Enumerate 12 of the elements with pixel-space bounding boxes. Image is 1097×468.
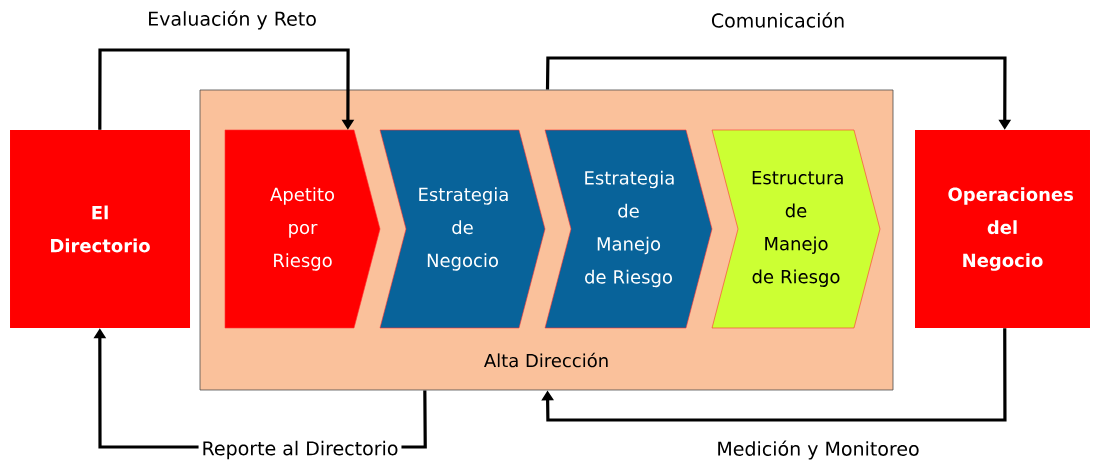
process-step: Apetito por Riesgo (224, 129, 381, 329)
process-step: Estructura de Manejo de Riesgo (711, 129, 881, 329)
edge-label: Reporte al Directorio (198, 437, 402, 463)
process-box: El Directorio (10, 130, 190, 328)
process-step: Estrategia de Negocio (379, 129, 546, 329)
edge-label: Medición y Monitoreo (713, 437, 923, 463)
arrow (541, 328, 1007, 422)
edge-label: Comunicación (707, 9, 849, 31)
process-box: Operaciones del Negocio (915, 130, 1090, 328)
process-step: Estrategia de Manejo de Riesgo (544, 129, 713, 329)
edge-label: Evaluación y Reto (144, 7, 320, 33)
arrow (98, 48, 355, 130)
